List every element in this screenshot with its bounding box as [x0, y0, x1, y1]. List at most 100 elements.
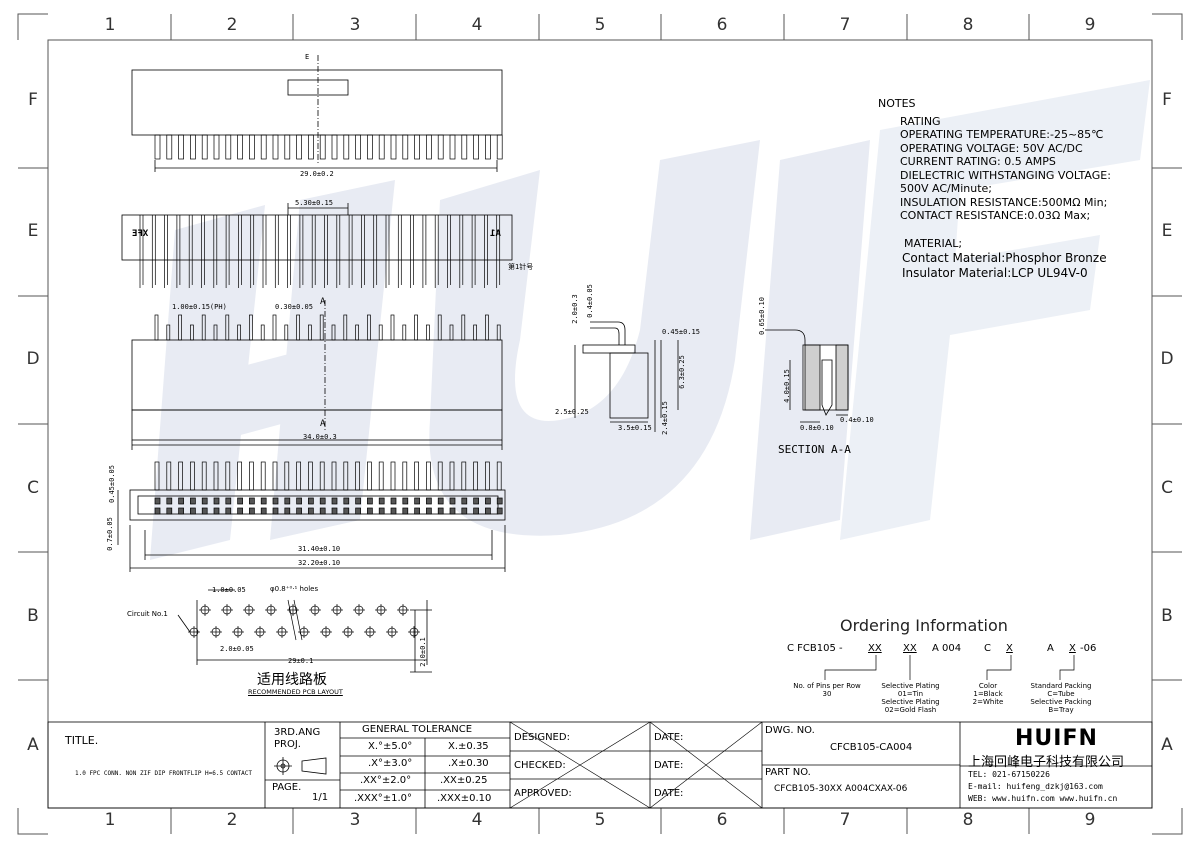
side-view-pin	[296, 314, 300, 341]
order-code-pins: XX	[868, 643, 882, 654]
rating-list: OPERATING TEMPERATURE:-25~85℃ OPERATING …	[900, 128, 1111, 223]
bottom-view-pin	[355, 461, 360, 491]
top-view-pin	[166, 134, 173, 160]
legend-line: 1=Black	[973, 690, 1003, 698]
bottom-view-pin	[367, 461, 372, 491]
side-view-pin	[449, 324, 454, 341]
side-view-pin	[390, 314, 395, 341]
top-view-pin	[237, 134, 243, 160]
material-line: Insulator Material:LCP UL94V-0	[902, 266, 1088, 280]
zone-row-label: C	[27, 478, 39, 498]
side-view-pin	[237, 324, 241, 341]
side-view-pin	[201, 314, 206, 341]
legend-line: 02=Gold Flash	[884, 706, 937, 714]
top-view-pin	[249, 134, 255, 160]
bottom-view-pin	[225, 461, 231, 491]
bottom-view-pad	[272, 497, 279, 505]
top-view-pin	[272, 134, 279, 160]
zone-row-label: B	[27, 606, 39, 626]
pcb-circuit-label: Circuit No.1	[127, 610, 168, 618]
zone-row-label: D	[26, 349, 40, 369]
profile-dim-6: 3.5±0.15	[618, 424, 652, 432]
date-label: DATE:	[654, 788, 684, 799]
company-name-cn: 上海回峰电子科技有限公司	[968, 755, 1125, 770]
material-list: Contact Material:Phosphor Bronze Insulat…	[902, 251, 1107, 281]
rating-heading: RATING	[900, 115, 941, 128]
legend-line: Selective Plating	[881, 682, 940, 690]
top-view-pin	[178, 134, 184, 160]
side-view-pin	[331, 324, 336, 341]
bottom-view-pad	[225, 507, 232, 515]
pcb-span: 29±0.1	[288, 657, 314, 665]
legend-line: Selective Plating	[881, 698, 940, 706]
bottom-view-pad	[308, 497, 314, 505]
section-dim-3: 0.8±0.10	[800, 424, 834, 432]
bottom-view-pin	[237, 461, 242, 491]
zone-col-label: 1	[104, 810, 116, 830]
page-label: PAGE.	[272, 782, 302, 793]
pcb-break-mark	[293, 599, 303, 641]
side-view-pin	[426, 324, 430, 341]
bottom-view-pad	[426, 497, 432, 505]
top-view-pin	[473, 134, 479, 160]
top-view-pin	[390, 134, 397, 160]
bottom-view-pin	[284, 461, 290, 491]
top-view-pin	[296, 134, 302, 160]
bottom-view-pin	[331, 461, 337, 491]
pcb-break-mark	[287, 599, 297, 641]
side-view	[131, 300, 503, 450]
bottom-view-pad	[190, 507, 196, 515]
legend-line: Color	[978, 682, 998, 690]
zone-row-label: A	[1161, 735, 1173, 755]
top-view-pin	[496, 134, 503, 160]
bottom-view-pin	[496, 461, 502, 491]
legend-line: 2=White	[972, 698, 1004, 706]
approved-label: APPROVED:	[514, 788, 572, 799]
bottom-view-pin	[213, 461, 219, 491]
profile-dim-7: 2.4±0.15	[660, 401, 669, 435]
zone-row-label: A	[27, 735, 39, 755]
rating-line: CONTACT RESISTANCE:0.03Ω Max;	[900, 209, 1091, 222]
zone-row-label: F	[1162, 90, 1172, 110]
bottom-view-pad	[190, 497, 196, 505]
part-label: PART NO.	[765, 767, 811, 778]
bottom-view-pad	[402, 497, 409, 505]
designed-label: DESIGNED:	[514, 732, 570, 743]
dwg-label: DWG. NO.	[765, 725, 815, 736]
dim-outer: 32.20±0.10	[298, 559, 341, 567]
bottom-view-pad	[390, 497, 397, 505]
profile-dim-2: 0.4±0.05	[585, 284, 594, 318]
top-view-pin	[190, 134, 196, 160]
bottom-view-pin	[308, 461, 313, 491]
top-view-pin	[213, 134, 220, 160]
legend-line: No. of Pins per Row	[793, 682, 861, 690]
bottom-view-pin	[414, 461, 419, 491]
bottom-view-pad	[154, 507, 161, 515]
side-view-pin	[190, 324, 194, 341]
legend-line: Standard Packing	[1030, 682, 1092, 690]
bottom-view-pin	[485, 461, 490, 491]
bottom-view-pad	[331, 497, 338, 505]
legend-line: B=Tray	[1048, 706, 1074, 714]
zone-col-label: 7	[839, 810, 851, 830]
bottom-view-pad	[213, 507, 220, 515]
legend-line: C=Tube	[1047, 690, 1075, 698]
zone-col-label: 2	[226, 810, 238, 830]
title-label: TITLE.	[65, 734, 99, 747]
top-view-pin	[449, 134, 456, 160]
dim-inner: 31.40±0.10	[298, 545, 341, 553]
profile-view	[574, 321, 679, 432]
bottom-view-pin	[437, 461, 443, 491]
bottom-view-pad	[166, 497, 173, 505]
bottom-view-pad	[473, 497, 479, 505]
zone-col-label: 8	[962, 15, 974, 35]
tolerance-linear: .XX±0.25	[440, 775, 488, 786]
zone-col-label: 6	[716, 810, 728, 830]
top-view-pin	[402, 134, 409, 160]
zone-row-label: D	[1160, 349, 1174, 369]
page-value: 1/1	[312, 792, 329, 803]
top-view	[131, 55, 503, 172]
dim-window: 5.30±0.15	[295, 199, 333, 207]
side-view-pin	[319, 314, 324, 341]
pcb-title-en: RECOMMENDED PCB LAYOUT	[248, 688, 343, 696]
